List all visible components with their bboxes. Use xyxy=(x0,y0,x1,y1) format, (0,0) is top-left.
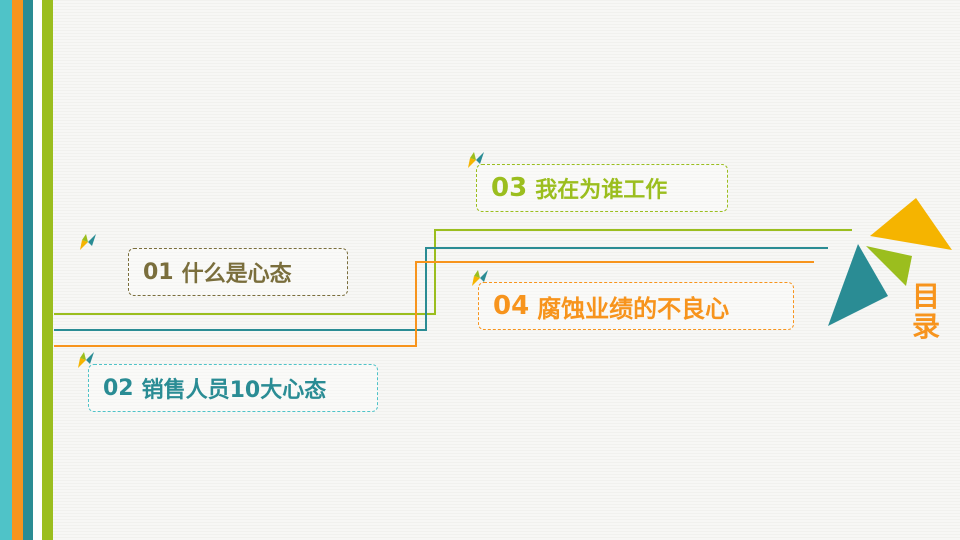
connector-line-green xyxy=(54,229,852,315)
title-char: 目 xyxy=(911,280,940,313)
toc-item-number: 02 xyxy=(103,375,134,401)
toc-item-label: 腐蚀业绩的不良心 xyxy=(537,294,730,323)
stripe-green xyxy=(42,0,53,540)
page-title: 目 录 xyxy=(906,282,946,342)
stripe-orange xyxy=(12,0,23,540)
toc-item-label: 我在为谁工作 xyxy=(535,178,668,203)
bow-icon xyxy=(80,234,96,250)
bow-icon xyxy=(468,152,484,168)
toc-item-label: 什么是心态 xyxy=(181,262,292,287)
connector-line-teal xyxy=(54,247,828,331)
stripe-white-gap xyxy=(33,0,42,540)
toc-item-04[interactable]: 04 腐蚀业绩的不良心 xyxy=(478,282,794,330)
toc-item-number: 01 xyxy=(143,259,174,285)
triangle-decoration xyxy=(828,198,952,326)
toc-item-02[interactable]: 02 销售人员10大心态 xyxy=(88,364,378,412)
triangle-yellow xyxy=(870,198,952,250)
toc-item-01[interactable]: 01 什么是心态 xyxy=(128,248,348,296)
triangle-teal xyxy=(828,244,888,326)
title-char: 录 xyxy=(911,310,940,343)
triangle-green xyxy=(866,246,912,286)
bow-icon xyxy=(472,270,488,286)
connector-line-orange xyxy=(54,261,814,347)
toc-item-number: 04 xyxy=(493,291,530,321)
left-stripe-decoration xyxy=(0,0,54,540)
stripe-teal xyxy=(23,0,33,540)
toc-item-number: 03 xyxy=(491,173,528,203)
toc-item-03[interactable]: 03 我在为谁工作 xyxy=(476,164,728,212)
bow-icon xyxy=(78,352,94,368)
toc-item-label: 销售人员10大心态 xyxy=(141,378,327,403)
stripe-cyan xyxy=(0,0,12,540)
